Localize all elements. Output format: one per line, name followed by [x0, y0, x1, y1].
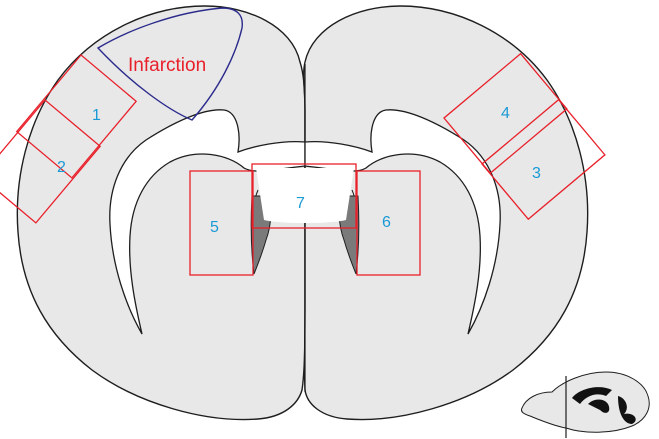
- sagittal-brain-thumbnail-icon: [521, 372, 649, 438]
- region-label-3: 3: [532, 165, 541, 182]
- corpus-callosum-center: [256, 168, 354, 223]
- region-label-4: 4: [501, 105, 510, 122]
- region-label-1: 1: [92, 107, 101, 124]
- region-label-6: 6: [382, 214, 391, 231]
- infarction-label: Infarction: [128, 55, 206, 76]
- region-label-7: 7: [296, 195, 305, 212]
- region-label-5: 5: [210, 219, 219, 236]
- region-label-2: 2: [57, 159, 66, 176]
